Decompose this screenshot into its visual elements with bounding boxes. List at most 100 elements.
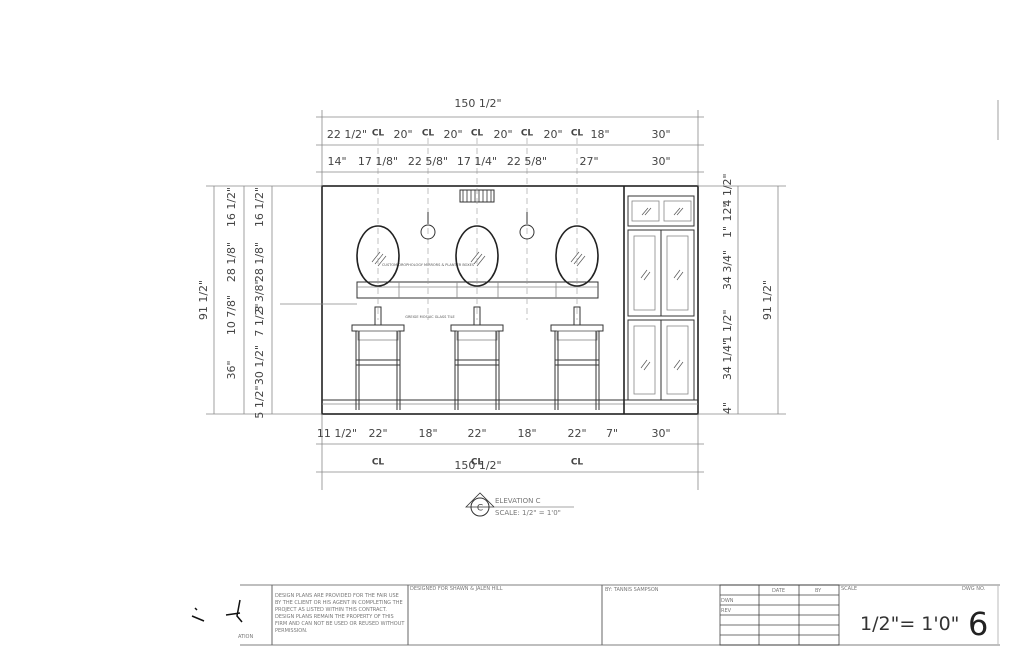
sink-basin bbox=[456, 330, 498, 341]
sink-legs bbox=[554, 331, 600, 410]
centerline-marker: CL bbox=[471, 129, 484, 139]
mirror-glare bbox=[470, 251, 486, 267]
sink-basin bbox=[556, 330, 598, 341]
dimension-lines bbox=[206, 100, 999, 490]
dimension-label: 28 1/8" bbox=[253, 242, 266, 282]
centerline-marker: CL bbox=[372, 129, 385, 139]
dimension-label: 91 1/2" bbox=[197, 280, 210, 320]
faucet bbox=[473, 306, 481, 326]
dimension-label: 16 1/2" bbox=[253, 187, 266, 227]
centerline-marker: CL bbox=[571, 458, 584, 468]
dimension-label: 7 1/2" bbox=[253, 303, 266, 336]
sink-legs bbox=[355, 331, 401, 410]
dimension-label: 22 5/8" bbox=[507, 155, 547, 168]
dimension-label: 4" bbox=[721, 402, 734, 414]
dimension-label: 18" bbox=[590, 128, 609, 141]
dimension-label: 5 1/2" bbox=[253, 385, 266, 418]
dimension-label: 30" bbox=[651, 128, 670, 141]
scale-label: SCALE bbox=[841, 586, 857, 592]
dwg-label: DWG NO. bbox=[962, 586, 986, 592]
console-sink bbox=[550, 306, 604, 410]
dimension-label: 30" bbox=[651, 427, 670, 440]
oval-mirror bbox=[356, 225, 400, 287]
designed-for: DESIGNED FOR SHAWN & JALEN HILL bbox=[410, 586, 503, 592]
sink-counter bbox=[550, 324, 604, 332]
dimension-label: 16 1/2" bbox=[225, 187, 238, 227]
dimension-label: 14" bbox=[327, 155, 346, 168]
elevation-title: ELEVATION C bbox=[495, 497, 541, 505]
mirror-note: CUSTOM OROPHOLOGY MIRRORS & PLANTER BOXE… bbox=[382, 263, 475, 267]
disclaimer-line: PERMISSION. bbox=[275, 628, 308, 634]
dwg-number: 6 bbox=[968, 605, 988, 643]
dimension-label: 22" bbox=[368, 427, 387, 440]
dimension-label: 150 1/2" bbox=[454, 459, 501, 472]
dimension-label: 34 3/4" bbox=[721, 250, 734, 290]
dimension-label: 20" bbox=[493, 128, 512, 141]
faucet bbox=[374, 306, 382, 326]
dimension-label: 1" bbox=[721, 226, 734, 238]
dimension-label: 17 1/4" bbox=[457, 155, 497, 168]
dimension-label: 7" bbox=[606, 427, 618, 440]
firm-logo: ATION bbox=[191, 599, 253, 640]
dimension-label: 28 1/8" bbox=[225, 242, 238, 282]
linen-cabinet bbox=[623, 186, 695, 414]
title-block: ATION DESIGN PLANS ARE PROVIDED FOR THE … bbox=[191, 584, 1000, 646]
mirror-glare bbox=[570, 251, 586, 267]
centerline-marker: CL bbox=[471, 458, 484, 468]
disclaimer-line: DESIGN PLANS ARE PROVIDED FOR THE FAIR U… bbox=[275, 593, 399, 599]
disclaimer-line: DESIGN PLANS REMAIN THE PROPERTY OF THIS bbox=[275, 614, 394, 620]
dimension-label: 12" bbox=[721, 202, 734, 221]
console-sink bbox=[351, 306, 405, 410]
elevation-scale: SCALE: 1/2" = 1'0" bbox=[495, 509, 561, 517]
elevation-tag: C ELEVATION C SCALE: 1/2" = 1'0" bbox=[465, 492, 574, 517]
dimension-label: 10 7/8" bbox=[225, 295, 238, 335]
dimension-label: 150 1/2" bbox=[454, 97, 501, 110]
tile-note: GREIGE MOSAIC GLASS TILE bbox=[405, 315, 455, 319]
date-header: DATE bbox=[772, 588, 785, 594]
dimension-label: 22 1/2" bbox=[327, 128, 367, 141]
faucet bbox=[573, 306, 581, 326]
console-sink bbox=[450, 306, 504, 410]
centerline-marker: CL bbox=[372, 458, 385, 468]
dimension-label: 22" bbox=[567, 427, 586, 440]
elevation-mark: C bbox=[477, 504, 483, 514]
sconce-globe bbox=[519, 224, 535, 240]
centerline-marker: CL bbox=[571, 129, 584, 139]
disclaimer-line: FIRM AND CAN NOT BE USED OR REUSED WITHO… bbox=[275, 621, 405, 627]
dimension-label: 22 5/8" bbox=[408, 155, 448, 168]
by-header: BY bbox=[815, 588, 822, 594]
centerline-marker: CL bbox=[521, 129, 534, 139]
sink-counter bbox=[450, 324, 504, 332]
svg-text:ATION: ATION bbox=[238, 634, 253, 640]
dimension-label: 11 1/2" bbox=[317, 427, 357, 440]
dimension-label: 20" bbox=[543, 128, 562, 141]
dimension-label: 3 3/8" bbox=[253, 279, 266, 312]
dimension-label: 36" bbox=[225, 360, 238, 379]
dimension-label: 20" bbox=[443, 128, 462, 141]
rev-label: REV bbox=[721, 608, 732, 614]
disclaimer-line: BY THE CLIENT OR HIS AGENT IN COMPLETING… bbox=[275, 600, 403, 606]
sink-basin bbox=[357, 330, 399, 341]
dimension-label: 22" bbox=[467, 427, 486, 440]
disclaimer-line: PROJECT AS LISTED WITHIN THIS CONTRACT. bbox=[275, 607, 387, 613]
dwn-label: DWN bbox=[721, 598, 734, 604]
sink-legs bbox=[454, 331, 500, 410]
dimension-label: 4 1/2" bbox=[721, 173, 734, 206]
dimension-label: 30" bbox=[651, 155, 670, 168]
dimension-label: 17 1/8" bbox=[358, 155, 398, 168]
planter-box bbox=[356, 281, 599, 299]
dimension-label: 18" bbox=[517, 427, 536, 440]
mirror-glare bbox=[371, 251, 387, 267]
oval-mirror bbox=[555, 225, 599, 287]
dimension-label: 30 1/2" bbox=[253, 345, 266, 385]
designer: BY: TANNIS SAMPSON bbox=[605, 587, 659, 593]
sconce-globe bbox=[420, 224, 436, 240]
dimension-label: 18" bbox=[418, 427, 437, 440]
sink-counter bbox=[351, 324, 405, 332]
dimension-label: 20" bbox=[393, 128, 412, 141]
oval-mirror bbox=[455, 225, 499, 287]
scale-value: 1/2"= 1'0" bbox=[860, 613, 959, 635]
dimension-label: 27" bbox=[579, 155, 598, 168]
dimension-label: 1 1/2" bbox=[721, 309, 734, 342]
